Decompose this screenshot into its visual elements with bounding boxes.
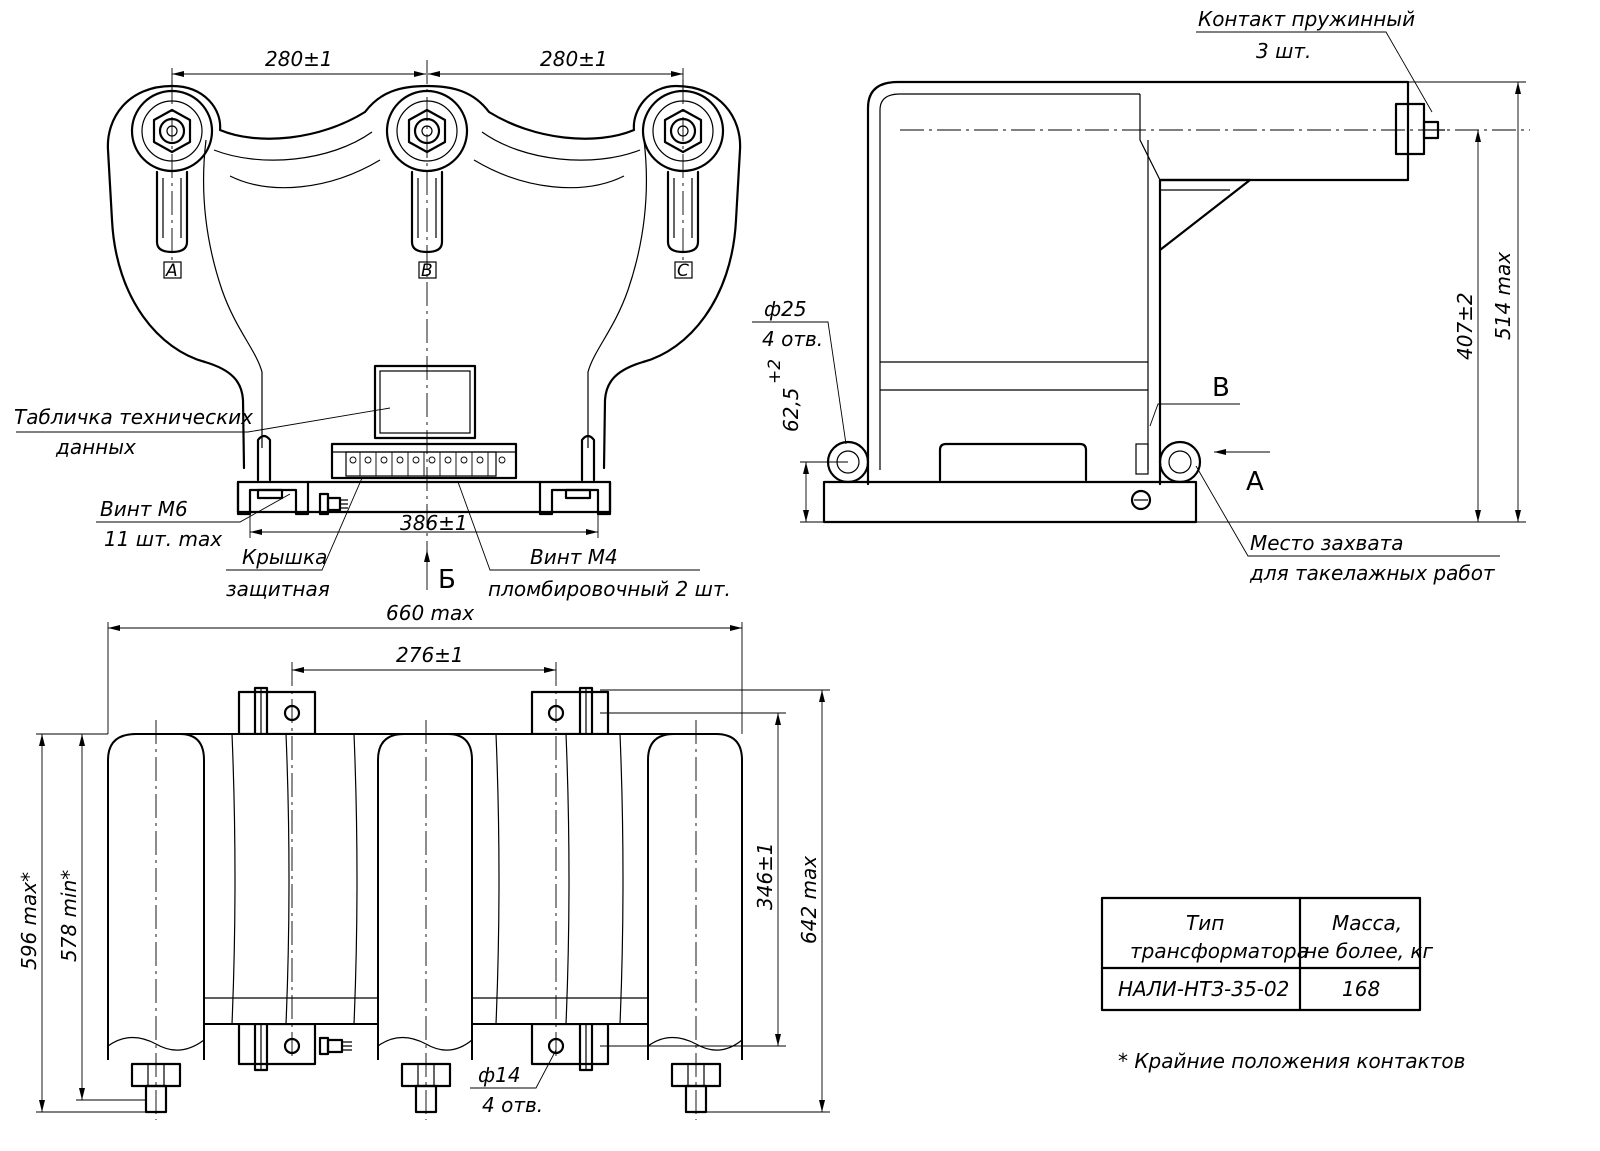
dim-407: 407±2	[1453, 292, 1477, 360]
dim-276: 276±1	[396, 643, 464, 667]
foot-bottom-right	[530, 1022, 610, 1066]
front-view: A B C	[14, 47, 742, 601]
table-cell-mass: 168	[1342, 977, 1380, 1001]
table-head-type-2: трансформатора	[1130, 939, 1309, 963]
view-v: В	[1212, 373, 1230, 403]
rigging-label-1: Место захвата	[1250, 531, 1403, 555]
top-view: 660 max 276±1 596 max* 578 min* 346±1 64…	[17, 601, 830, 1120]
dim-642: 642 max	[797, 856, 821, 944]
rigging-label-2: для такелажных работ	[1249, 561, 1496, 585]
phase-label-a: A	[165, 261, 178, 281]
side-view: В А Место захвата для такелажных работ К…	[752, 7, 1530, 585]
foot-top-right	[530, 690, 610, 736]
view-arrow-b: Б	[438, 565, 456, 595]
dim-386: 386±1	[400, 511, 468, 535]
table-head-mass-1: Масса,	[1332, 911, 1402, 935]
ground-bolt	[318, 492, 348, 516]
dim-578: 578 min*	[57, 870, 81, 962]
dim-660: 660 max	[386, 601, 474, 625]
foot-top-left	[237, 690, 317, 736]
side-hole-dia: ф25	[764, 297, 807, 321]
dim-514: 514 max	[1491, 252, 1515, 340]
coil-shell-right	[647, 733, 743, 1060]
dim-346: 346±1	[753, 842, 777, 910]
side-gusset	[1158, 178, 1252, 252]
table-head-type-1: Тип	[1186, 911, 1224, 935]
lifting-eye-right	[1158, 440, 1202, 484]
foot-bottom-left	[237, 1022, 317, 1066]
screw-m4-label: Винт М4	[530, 545, 618, 569]
view-a: А	[1246, 467, 1264, 497]
side-hole-count: 4 отв.	[762, 327, 823, 351]
table-head-mass-2: не более, кг	[1304, 939, 1433, 963]
side-bushing-nut	[1394, 102, 1426, 156]
front-frame-inner	[203, 131, 647, 448]
top-hole-dia: ф14	[478, 1063, 521, 1087]
dim-62-5-tol: +2	[765, 359, 785, 384]
dim-280-left: 280±1	[265, 47, 333, 71]
front-frame-outline	[106, 84, 742, 470]
nameplate-label-1: Табличка технических	[14, 405, 253, 429]
coil-shell-middle	[377, 733, 473, 1060]
nameplate	[373, 364, 477, 440]
side-base	[822, 480, 1198, 524]
contact-label-1: Контакт пружинный	[1198, 7, 1415, 31]
phase-label-c: C	[677, 261, 689, 281]
front-base	[236, 480, 612, 514]
spec-table: Тип трансформатора Масса, не более, кг Н…	[1100, 896, 1433, 1012]
screw-m6-label: Винт М6	[100, 497, 188, 521]
side-body	[866, 80, 1410, 486]
dim-62-5: 62,5	[779, 387, 803, 432]
dim-280-right: 280±1	[540, 47, 608, 71]
cover-label-2: защитная	[226, 577, 330, 601]
footnote: * Крайние положения контактов	[1118, 1049, 1465, 1073]
screw-m4-count: пломбировочный 2 шт.	[488, 577, 731, 601]
contact-label-2: 3 шт.	[1256, 39, 1311, 63]
dim-596: 596 max*	[17, 872, 41, 970]
terminal-block	[330, 442, 518, 480]
phase-label-b: B	[421, 261, 433, 281]
table-cell-type: НАЛИ-НТЗ-35-02	[1118, 977, 1289, 1001]
cover-label-1: Крышка	[242, 545, 327, 569]
top-hole-count: 4 отв.	[482, 1093, 543, 1117]
nameplate-label-2: данных	[55, 435, 136, 459]
screw-m6-count: 11 шт. max	[104, 527, 222, 551]
